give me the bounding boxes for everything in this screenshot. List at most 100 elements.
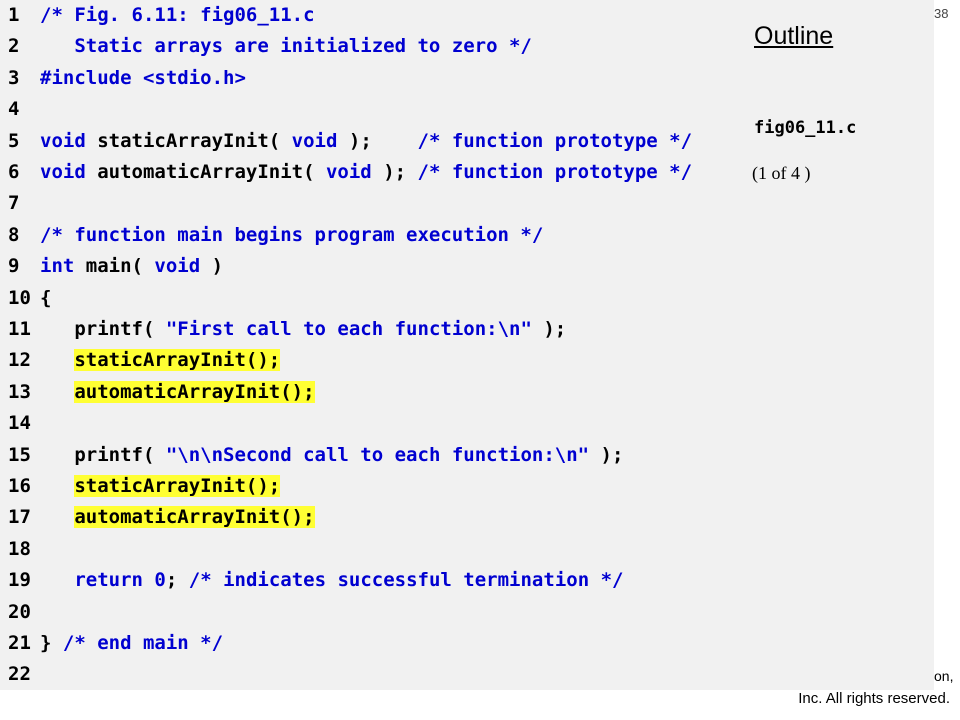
line-number: 15 [8,443,31,466]
line-number: 18 [8,537,31,560]
code-token: int [40,255,75,278]
line-number: 10 [8,286,31,309]
code-line: 10 { [0,283,700,314]
code-line: 9 int main( void ) [0,251,700,282]
code-token: /* indicates successful termination */ [188,569,624,592]
code-line: 19 return 0; /* indicates successful ter… [0,565,700,596]
code-line: 8 /* function main begins program executi… [0,220,700,251]
line-number: 14 [8,412,31,435]
code-text: #include <stdio.h> [40,63,246,94]
code-token: /* function prototype */ [417,129,693,152]
line-number: 6 [8,161,20,183]
page-indicator: (1 of 4 ) [752,163,811,183]
code-line: 5 void staticArrayInit( void ); /* functi… [0,126,700,157]
line-number: 1 [8,4,20,26]
code-text: { [40,283,51,314]
code-text: printf( "\n\nSecond call to each functio… [40,440,623,471]
code-token: ); [371,161,418,183]
code-token: return [74,569,143,592]
line-number: 20 [8,600,31,623]
code-token: /* function prototype */ [417,161,693,183]
code-token: /* Fig. 6.11: fig06_11.c [40,4,315,26]
code-line: 21 } /* end main */ [0,628,700,659]
code-line: 4 [0,94,700,125]
code-text: int main( void ) [40,251,223,282]
code-text: void staticArrayInit( void ); /* functio… [40,126,692,157]
code-token: 0 [154,569,166,592]
line-number: 4 [8,98,20,121]
code-token: staticArrayInit( [85,129,292,152]
code-line: 1 /* Fig. 6.11: fig06_11.c [0,0,700,31]
code-token: void [291,129,338,152]
code-token: Static arrays are initialized to zero */ [40,35,532,58]
highlighted-code: staticArrayInit(); [74,349,281,372]
line-number: 9 [8,255,20,278]
code-line: 15 printf( "\n\nSecond call to each func… [0,440,700,471]
code-line: 17 automaticArrayInit(); [0,502,700,533]
code-line: 22 [0,659,700,690]
highlighted-code: staticArrayInit(); [74,475,281,497]
line-number: 19 [8,569,31,592]
code-line: 13 automaticArrayInit(); [0,377,700,408]
code-token: /* function main begins program executio… [40,223,544,246]
code-text: printf( "First call to each function:\n"… [40,314,566,345]
line-number: 5 [8,129,20,152]
code-line: 7 [0,188,700,219]
line-number: 8 [8,223,20,246]
code-token: "First call to each function:\n" [165,318,532,340]
line-number: 3 [8,66,20,89]
line-number: 21 [8,632,31,654]
code-text: /* Fig. 6.11: fig06_11.c [40,0,315,31]
outline-title[interactable]: Outline [754,22,834,50]
code-text: /* function main begins program executio… [40,220,543,251]
code-token: ); [589,443,624,466]
code-line: 20 [0,597,700,628]
code-line: 14 [0,408,700,439]
code-text: void automaticArrayInit( void ); /* func… [40,157,692,188]
line-number: 7 [8,192,20,215]
code-token [40,506,74,528]
copyright-line-2: Inc. All rights reserved. [798,690,950,707]
highlighted-code: automaticArrayInit(); [74,506,315,529]
code-token: ) [200,255,224,278]
page-number: 38 [934,6,949,21]
code-line: 18 [0,534,700,565]
code-text: automaticArrayInit(); [40,502,315,533]
code-token [40,475,74,497]
line-number: 17 [8,506,31,529]
code-token: void [40,161,86,183]
code-token [143,569,154,591]
code-token: main( [74,255,155,278]
code-text: Static arrays are initialized to zero */ [40,31,532,62]
code-token: automaticArrayInit( [85,161,326,183]
line-number: 13 [8,380,31,403]
code-text: staticArrayInit(); [40,345,281,376]
code-line: 2 Static arrays are initialized to zero … [0,31,700,62]
code-line: 12 staticArrayInit(); [0,345,700,376]
code-token: ; [165,569,189,592]
copyright-line-1: on, [934,668,954,684]
line-number: 12 [8,349,31,372]
code-token: void [40,129,86,152]
code-token [40,569,74,591]
code-line: 11 printf( "First call to each function:… [0,314,700,345]
code-token: void [325,161,372,183]
code-token [40,381,74,403]
code-text: } /* end main */ [40,628,223,659]
code-token: /* end main */ [62,632,224,654]
code-token [40,349,74,371]
code-token: ); [337,129,418,152]
code-line: 3 #include <stdio.h> [0,63,700,94]
code-token: void [154,255,201,278]
code-text: return 0; /* indicates successful termin… [40,565,623,596]
code-token: printf( [40,318,166,340]
code-text: automaticArrayInit(); [40,377,315,408]
code-listing: 1 /* Fig. 6.11: fig06_11.c 2 Static arrays… [0,0,934,690]
line-number: 16 [8,475,31,497]
code-text: staticArrayInit(); [40,471,281,502]
code-token: { [40,286,52,309]
code-line: 6 void automaticArrayInit( void ); /* fun… [0,157,700,188]
line-number: 2 [8,35,20,58]
highlighted-code: automaticArrayInit(); [74,380,315,403]
code-line: 16 staticArrayInit(); [0,471,700,502]
